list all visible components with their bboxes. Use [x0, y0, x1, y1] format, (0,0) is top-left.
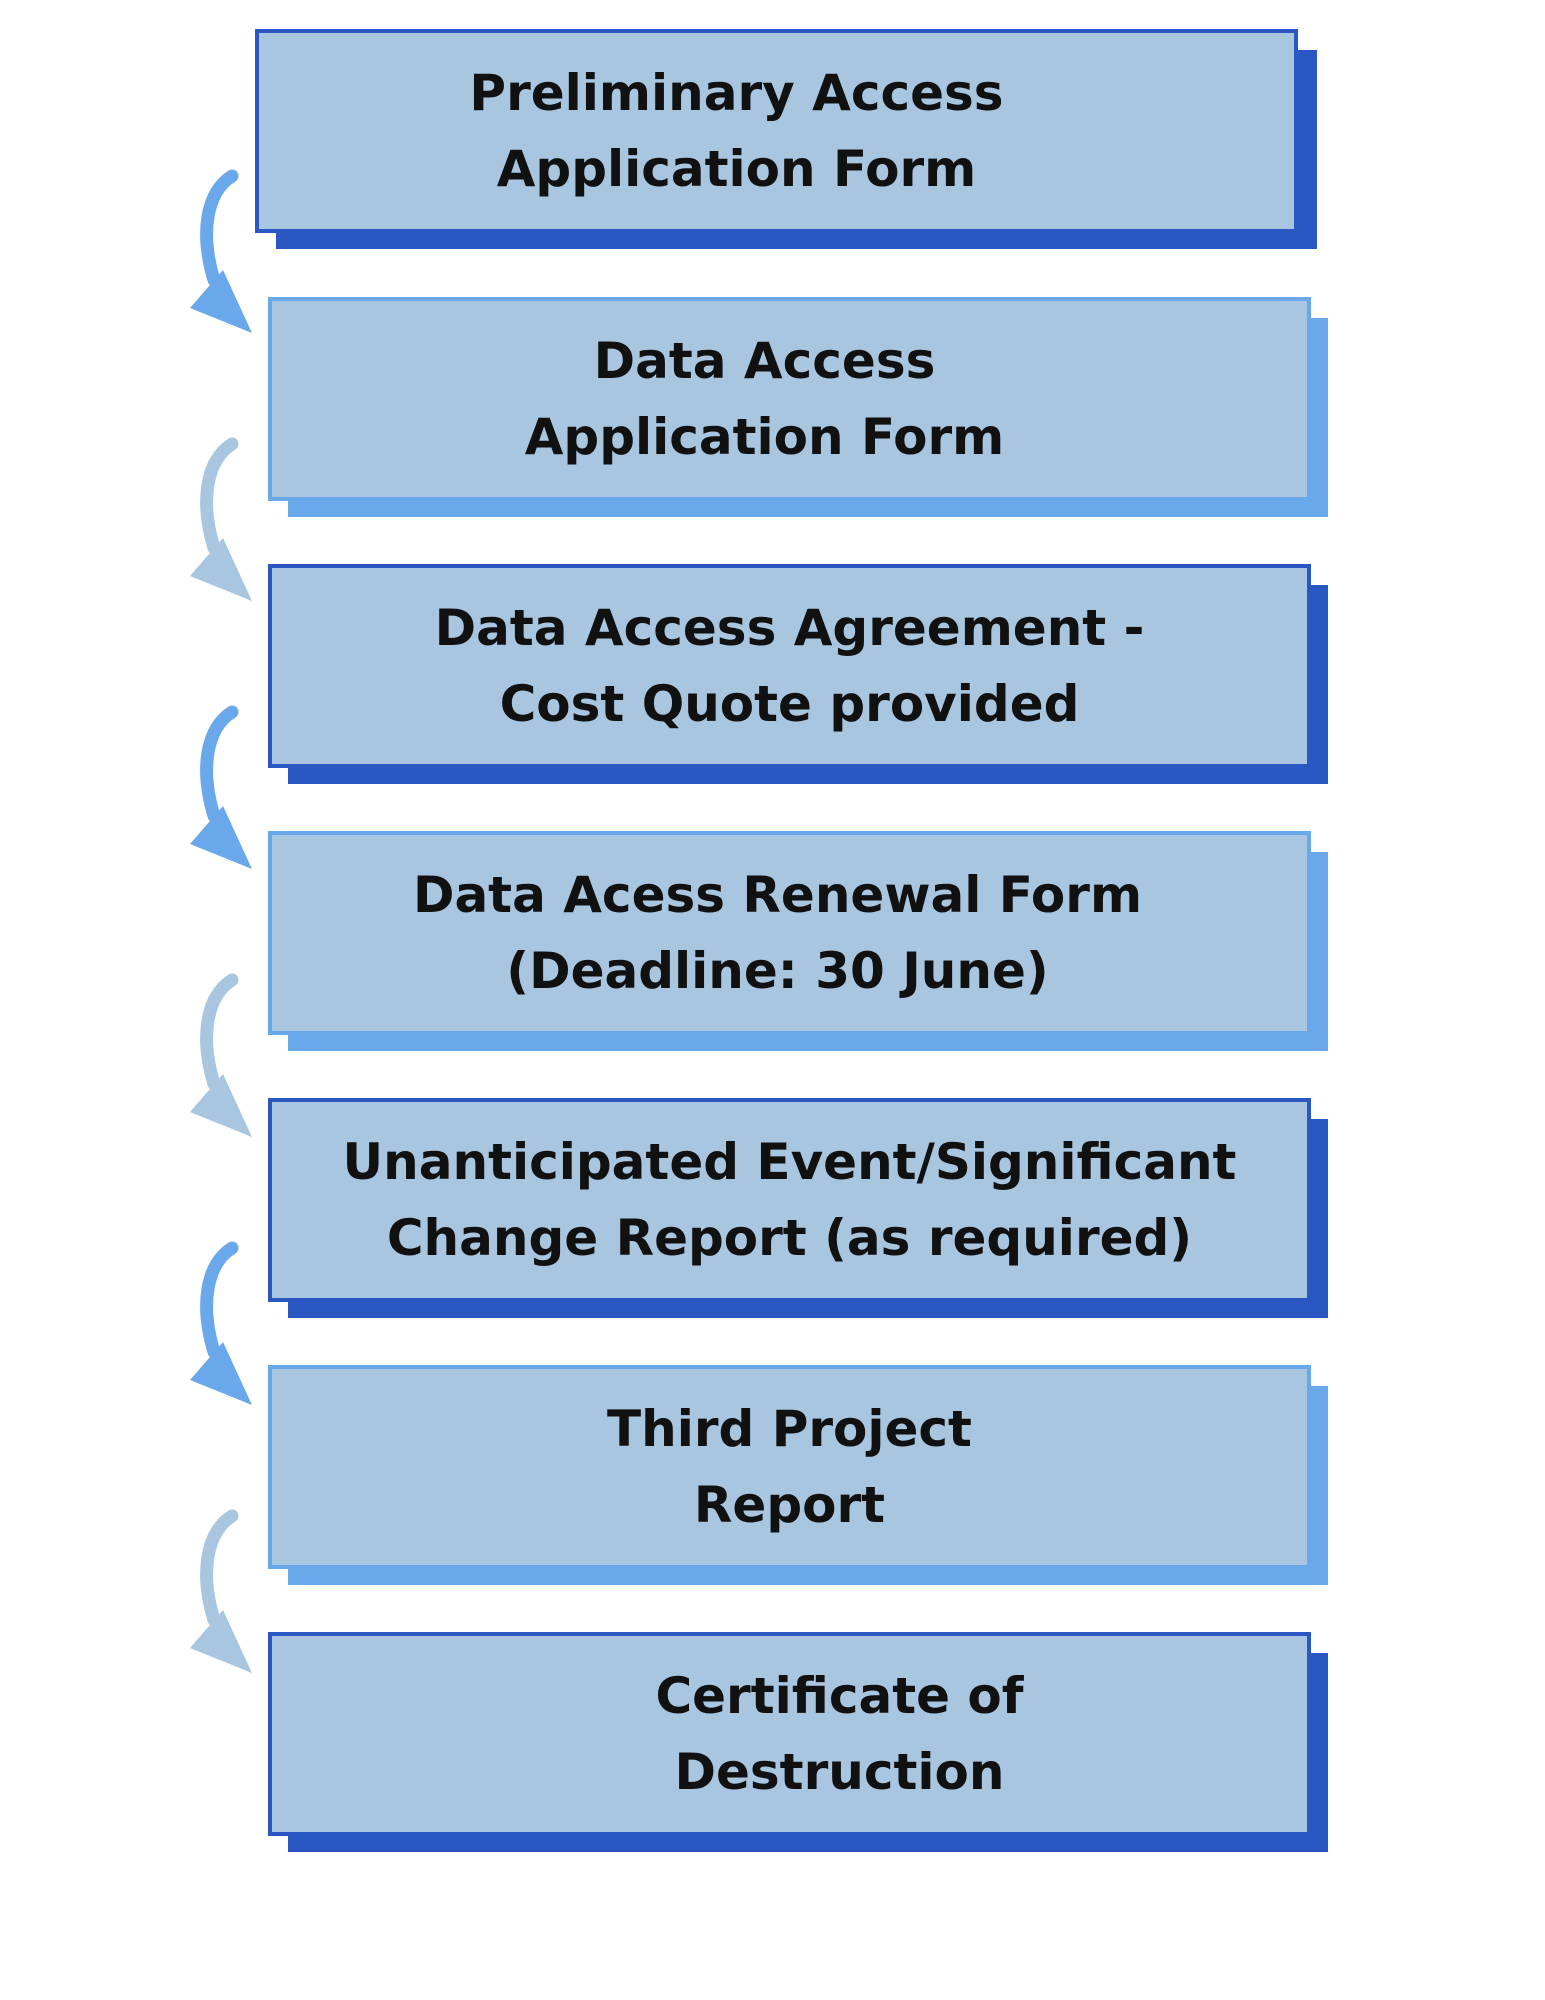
- step-1-line-2: Application Form: [496, 140, 977, 198]
- curved-down-arrow-icon: [190, 705, 252, 869]
- step-5-label: Unanticipated Event/Significant Change R…: [343, 1124, 1237, 1276]
- step-4-box: Data Acess Renewal Form (Deadline: 30 Ju…: [268, 831, 1311, 1035]
- step-6-line-2: Report: [693, 1476, 886, 1534]
- step-7-line-1: Certificate of: [655, 1667, 1024, 1725]
- curved-down-arrow-icon: [190, 169, 252, 333]
- step-4-label: Data Acess Renewal Form (Deadline: 30 Ju…: [413, 857, 1142, 1009]
- step-1-line-1: Preliminary Access: [469, 64, 1004, 122]
- step-6-box: Third Project Report: [268, 1365, 1311, 1569]
- step-7-box: Certificate of Destruction: [268, 1632, 1311, 1836]
- step-5-line-2: Change Report (as required): [386, 1209, 1193, 1267]
- step-3-label: Data Access Agreement - Cost Quote provi…: [435, 590, 1145, 742]
- step-2-label: Data Access Application Form: [525, 323, 1005, 475]
- step-7-line-2: Destruction: [674, 1743, 1005, 1801]
- step-3-box: Data Access Agreement - Cost Quote provi…: [268, 564, 1311, 768]
- curved-down-arrow-icon: [190, 1241, 252, 1405]
- step-4-line-2: (Deadline: 30 June): [506, 942, 1049, 1000]
- step-5-box: Unanticipated Event/Significant Change R…: [268, 1098, 1311, 1302]
- curved-down-arrow-icon: [190, 973, 252, 1137]
- step-1-label: Preliminary Access Application Form: [469, 55, 1003, 207]
- step-1-box: Preliminary Access Application Form: [255, 29, 1298, 233]
- curved-down-arrow-icon: [190, 437, 252, 601]
- step-2-line-2: Application Form: [524, 408, 1005, 466]
- step-4-line-1: Data Acess Renewal Form: [412, 866, 1143, 924]
- step-6-line-1: Third Project: [607, 1400, 972, 1458]
- step-2-line-1: Data Access: [593, 332, 936, 390]
- step-7-label: Certificate of Destruction: [655, 1658, 1023, 1810]
- step-3-line-1: Data Access Agreement -: [434, 599, 1145, 657]
- step-5-line-1: Unanticipated Event/Significant: [342, 1133, 1237, 1191]
- step-2-box: Data Access Application Form: [268, 297, 1311, 501]
- step-6-label: Third Project Report: [607, 1391, 972, 1543]
- curved-down-arrow-icon: [190, 1509, 252, 1673]
- step-3-line-2: Cost Quote provided: [499, 675, 1080, 733]
